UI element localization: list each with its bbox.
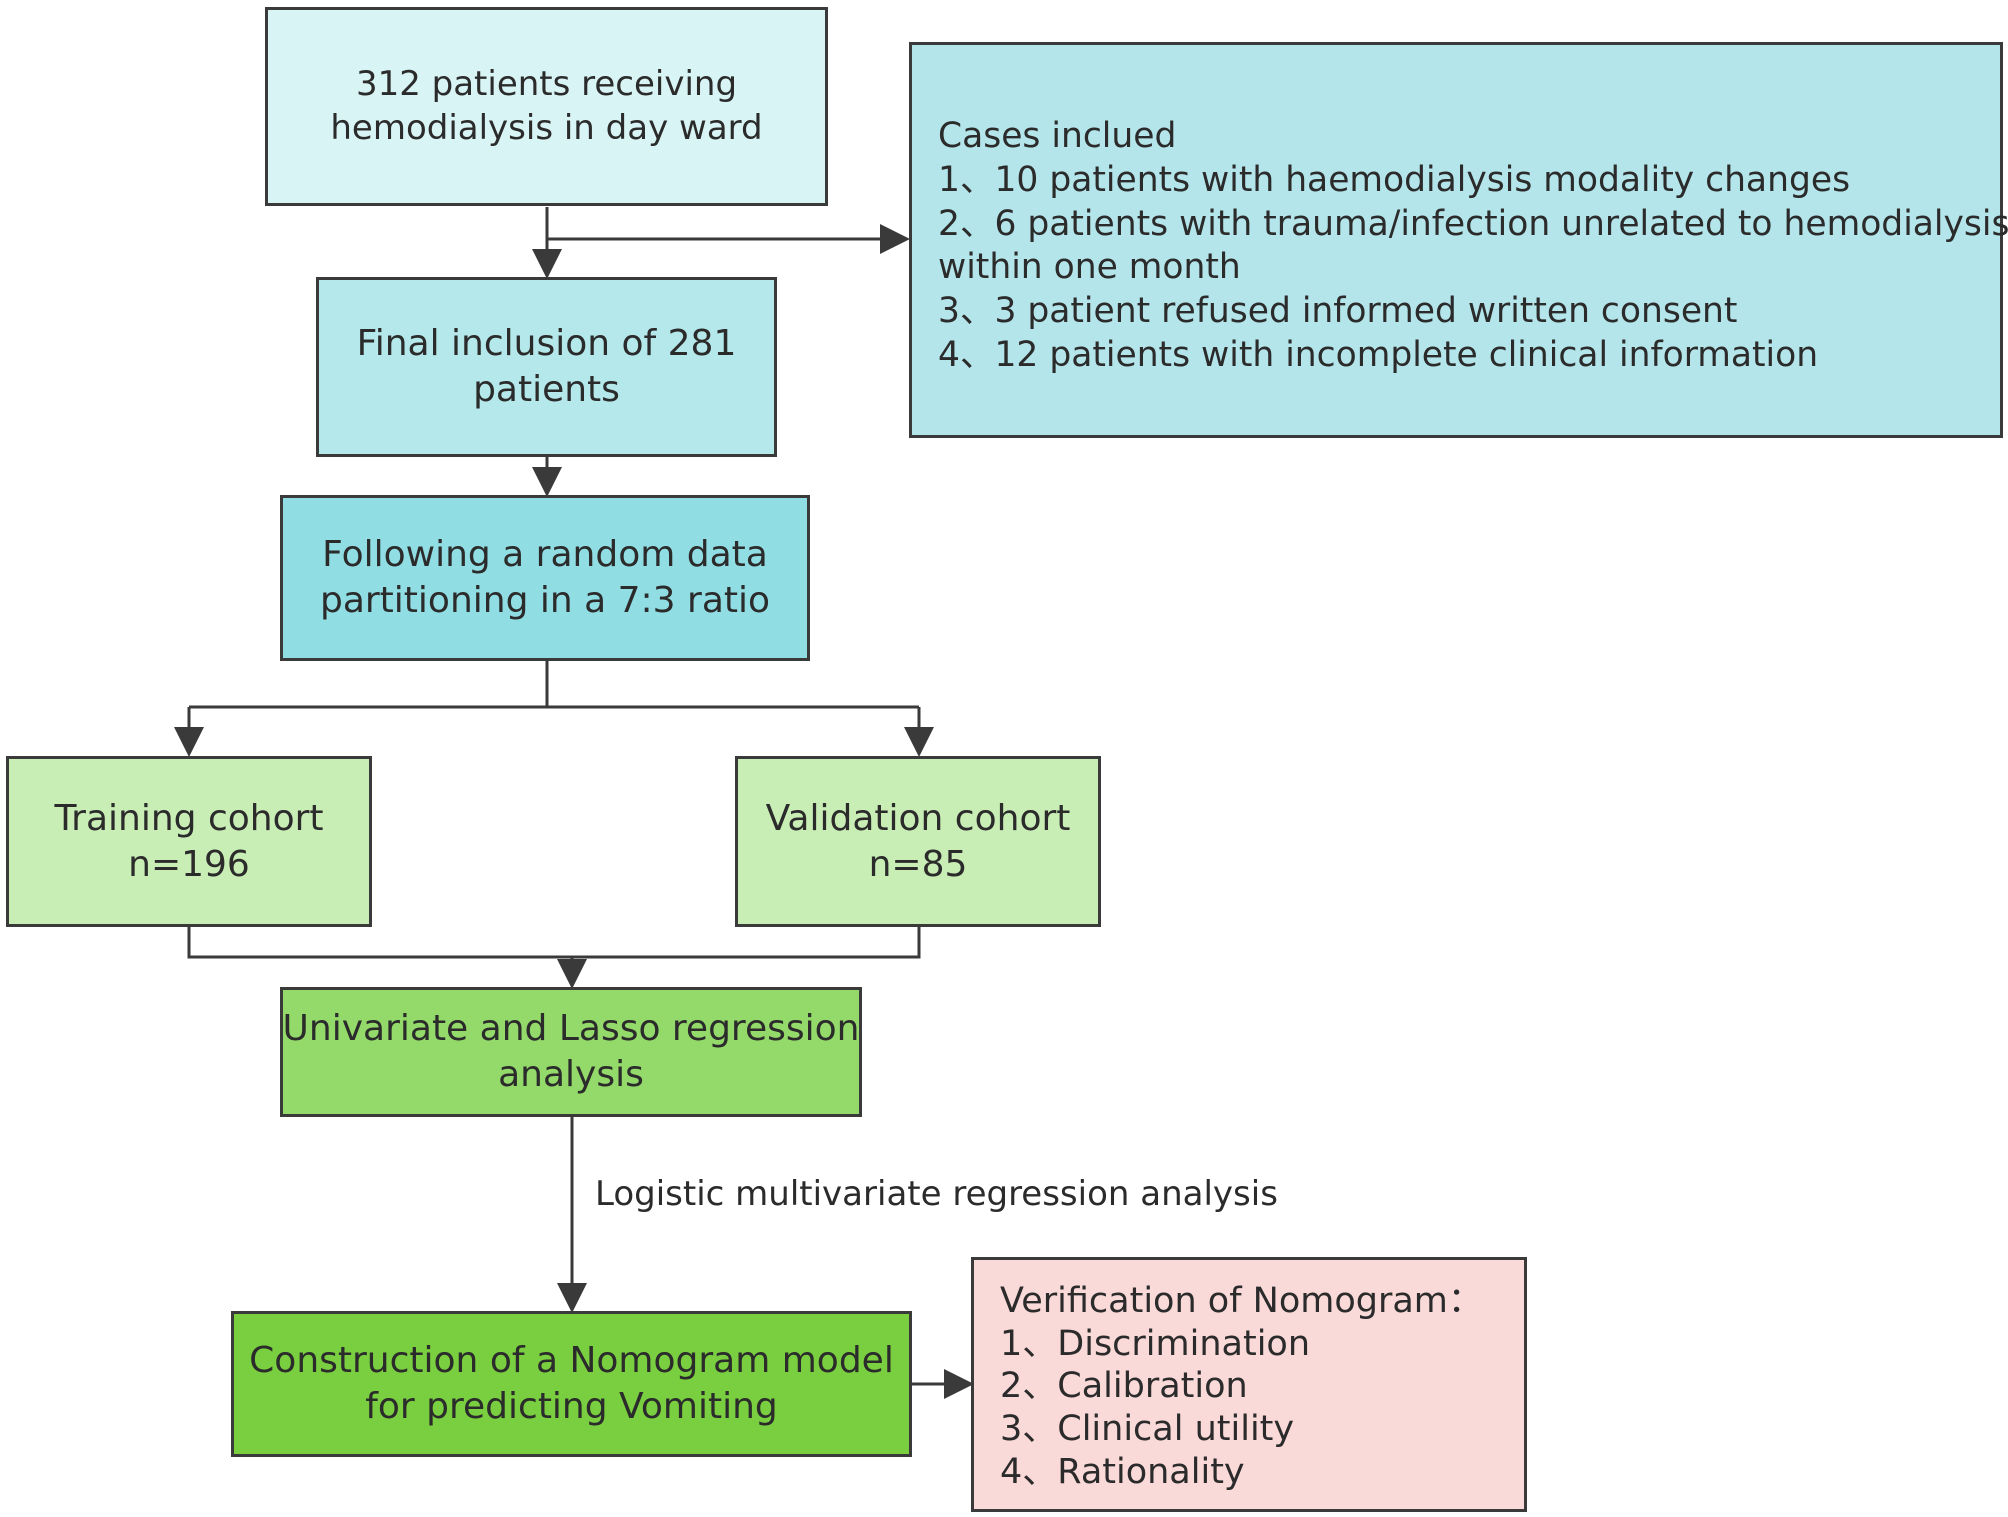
nomogram-line-2: for predicting Vomiting [365,1386,778,1427]
verification-item-3: 3、Clinical utility [1000,1409,1295,1450]
verification-box: Verification of Nomogram： 1、Discriminati… [971,1257,1527,1512]
partition-line-1: Following a random data [322,534,768,576]
analysis-line-1: Univariate and Lasso regression [282,1008,860,1050]
start-line-2: hemodialysis in day ward [330,107,763,148]
merge-line [187,927,921,959]
verification-title: Verification of Nomogram： [1000,1281,1483,1321]
inclusion-line-2: patients [473,369,620,410]
exclusion-item-2-cont: within one month [938,247,1241,288]
exclusion-item-4: 4、12 patients with incomplete clinical i… [938,335,1819,376]
verification-item-4: 4、Rationality [1000,1451,1245,1492]
verification-item-1: 1、Discrimination [1000,1323,1311,1364]
nomogram-box: Construction of a Nomogram model for pre… [231,1311,912,1457]
training-title: Training cohort [54,797,324,839]
validation-title: Validation cohort [765,797,1071,839]
validation-count: n=85 [868,843,968,885]
exclusion-item-1: 1、10 patients with haemodialysis modalit… [938,159,1851,200]
logistic-regression-label: Logistic multivariate regression analysi… [595,1174,1278,1214]
start-box: 312 patients receiving hemodialysis in d… [265,7,828,206]
analysis-line-2: analysis [498,1054,644,1095]
verification-item-2: 2、Calibration [1000,1366,1248,1407]
exclusion-box: Cases inclued 1、10 patients with haemodi… [909,42,2008,438]
validation-box: Validation cohort n=85 [735,756,1101,927]
training-count: n=196 [128,843,250,885]
start-line-1: 312 patients receiving [355,64,738,105]
split-line [189,661,919,709]
exclusion-item-2: 2、6 patients with trauma/infection unrel… [938,203,2008,244]
analysis-box: Univariate and Lasso regression analysis [280,987,862,1117]
inclusion-box: Final inclusion of 281 patients [316,277,777,457]
nomogram-line-1: Construction of a Nomogram model [249,1340,894,1382]
exclusion-title: Cases inclued [938,116,1177,156]
partition-box: Following a random data partitioning in … [280,495,810,661]
inclusion-line-1: Final inclusion of 281 [356,323,737,365]
training-box: Training cohort n=196 [6,756,372,927]
partition-line-2: partitioning in a 7:3 ratio [319,580,771,621]
exclusion-item-3: 3、3 patient refused informed written con… [938,291,1738,332]
